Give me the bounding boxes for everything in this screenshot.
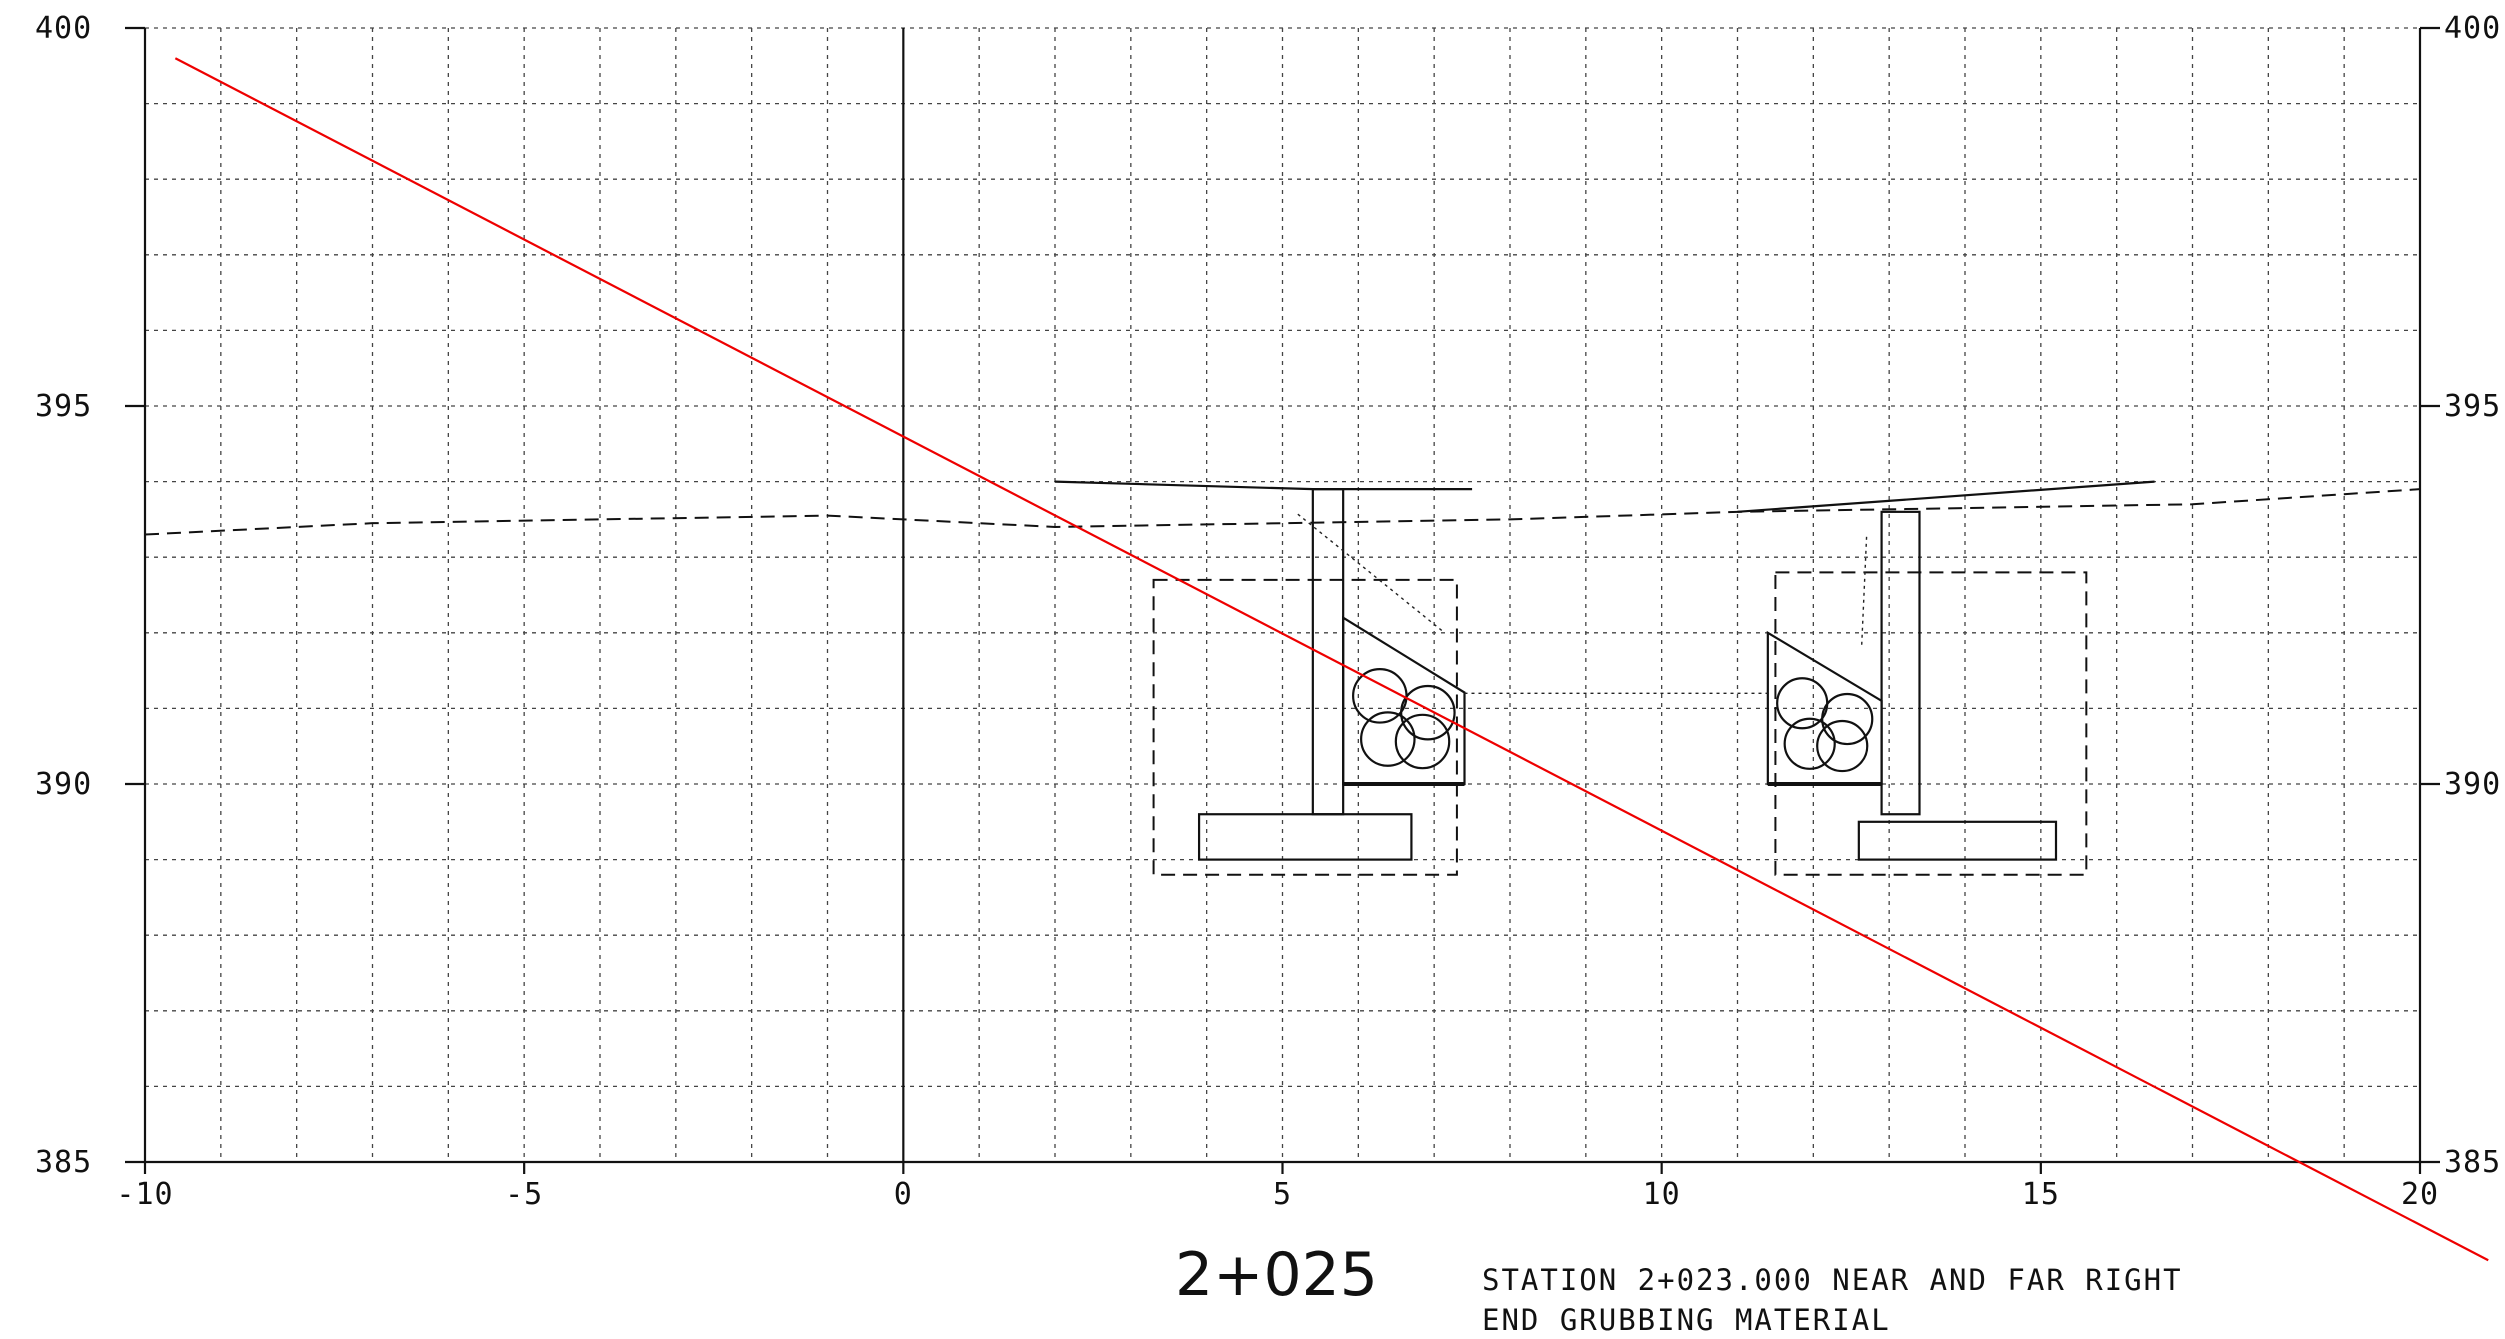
left-riprap-stone [1360,711,1416,767]
right-riprap-stone [1783,717,1836,770]
left-deck-top [1054,480,1473,491]
y-tick-label-left: 395 [35,389,92,424]
x-tick-label: 10 [1643,1177,1681,1212]
right-riprap-stone [1821,692,1874,746]
left-slope-guide [1297,513,1445,634]
left-riprap-stone [1394,713,1451,770]
right-riprap-stone [1816,719,1869,773]
x-tick-label: -5 [505,1177,543,1212]
x-tick-label: 20 [2401,1177,2439,1212]
right-abutment-wall [1880,510,1921,816]
y-tick-label-right: 400 [2444,11,2501,46]
y-tick-label-right: 390 [2444,767,2501,802]
note-line-2: END GRUBBING MATERIAL [1482,1303,1891,1337]
grid [144,27,2421,1163]
overlay-line [174,57,2489,1262]
right-excavation-limit [1774,571,2088,876]
y-tick-label-left: 400 [35,11,92,46]
y-tick-label-right: 395 [2444,389,2501,424]
left-excavation-limit [1152,578,1458,876]
linework [144,480,2421,876]
existing-ground-line [144,488,2421,536]
right-deck-top [1737,480,2155,513]
right-slope-guide [1860,536,1868,648]
station-label: 2+025 [1175,1240,1378,1310]
left-footing [1197,813,1413,861]
note-line-1: STATION 2+023.000 NEAR AND FAR RIGHT [1482,1263,2183,1297]
x-tick-label: 0 [894,1177,913,1212]
y-tick-label-left: 385 [35,1145,92,1180]
x-tick-label: -10 [116,1177,173,1212]
axes [125,26,2440,1174]
right-footing [1857,820,2058,861]
overlay-line-group [174,57,2489,1262]
tick-labels: 385 385 390 390 395 395 400 400 -10 -5 0 5 10 15 20 [35,11,2501,1212]
x-tick-label: 5 [1273,1177,1292,1212]
x-tick-label: 15 [2022,1177,2060,1212]
y-tick-label-left: 390 [35,767,92,802]
y-tick-label-right: 385 [2444,1145,2501,1180]
left-riprap-stone [1400,684,1456,741]
